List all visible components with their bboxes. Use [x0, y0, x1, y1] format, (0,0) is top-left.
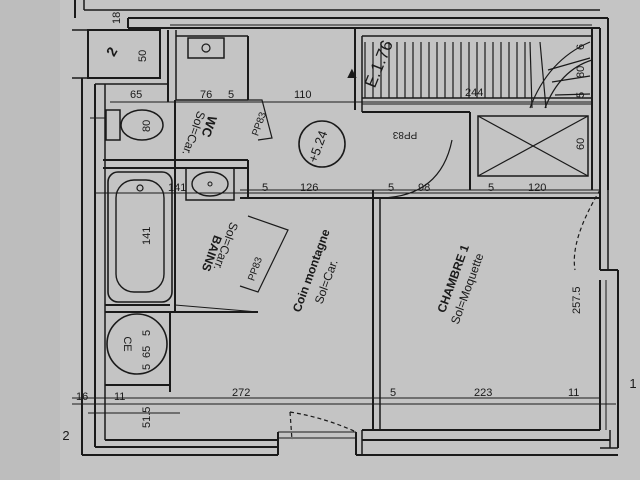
- dim-126: 126: [300, 182, 318, 194]
- dim-5c: 5: [388, 182, 394, 194]
- dim-120: 120: [528, 182, 546, 194]
- dim-223: 223: [474, 387, 492, 399]
- dim-141-v: 141: [141, 227, 153, 245]
- dim-80-stair: 80: [575, 66, 587, 78]
- dim-ce-5a: 5: [141, 330, 153, 336]
- dimension-lines: [72, 24, 616, 414]
- window-arc: [573, 189, 601, 271]
- toilet-icon: [90, 109, 164, 141]
- bathtub-icon: [107, 171, 173, 303]
- section-mark-left: 2: [62, 428, 69, 443]
- dim-60: 60: [575, 138, 587, 150]
- dim-244: 244: [465, 87, 483, 99]
- dim-65: 65: [130, 89, 142, 101]
- dim-272: 272: [232, 387, 250, 399]
- stair-arrow-icon: ▲: [344, 65, 360, 82]
- wc-door: [248, 99, 273, 141]
- water-heater-icon: [106, 313, 168, 375]
- dim-5-stair: 5: [575, 92, 587, 98]
- dim-110: 110: [294, 89, 312, 101]
- basin-icon: [185, 167, 235, 201]
- dim-141-h: 141: [168, 182, 186, 194]
- dim-ce-5b: 5: [141, 364, 153, 370]
- entry-door-arc: [289, 411, 357, 433]
- corner-door-label: PP83: [392, 129, 417, 140]
- dim-51-5: 51.5: [141, 407, 153, 428]
- fixtures: [90, 37, 589, 375]
- dim-top-18: 18: [111, 12, 123, 24]
- dim-257-5: 257.5: [571, 286, 583, 314]
- walls: [72, 0, 619, 456]
- dim-5e: 5: [390, 387, 396, 399]
- wc-room-label: WC: [198, 114, 220, 140]
- dim-5d: 5: [488, 182, 494, 194]
- dim-ce-65: 65: [141, 346, 153, 358]
- section-mark-right: 1: [629, 376, 636, 391]
- stairs: [362, 41, 593, 109]
- dim-6: 6: [575, 44, 587, 50]
- bath-door: [239, 215, 289, 293]
- dim-76: 76: [200, 89, 212, 101]
- dim-80-wc: 80: [141, 120, 153, 132]
- doors: [239, 99, 601, 441]
- corner-door-arc: [372, 139, 453, 199]
- storage-box-icon: [477, 115, 589, 177]
- dim-11a: 11: [114, 391, 125, 403]
- dim-16: 16: [76, 391, 88, 403]
- dim-5a: 5: [228, 89, 234, 101]
- ce-label: CE: [121, 336, 133, 351]
- dim-11b: 11: [568, 387, 579, 399]
- dim-5b: 5: [262, 182, 268, 194]
- wc-sink-icon: [187, 37, 225, 59]
- dim-98: 98: [418, 182, 430, 194]
- level-mark-icon: [298, 120, 346, 168]
- dim-box-50: 50: [137, 50, 149, 62]
